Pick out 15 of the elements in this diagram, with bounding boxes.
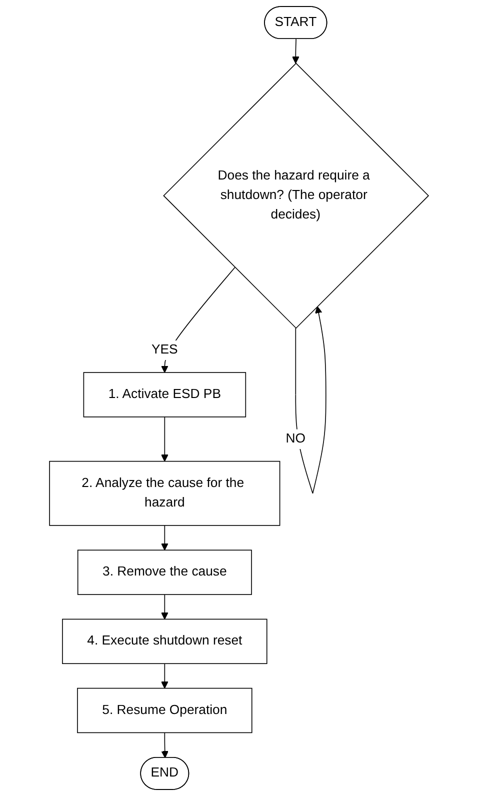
- arrow: [161, 732, 168, 758]
- edge-label: NO: [286, 432, 306, 446]
- arrow: [161, 663, 168, 689]
- arrow: [295, 306, 326, 494]
- node-box: 4. Execute shutdown reset: [62, 618, 268, 664]
- node-box: 5. Resume Operation: [77, 688, 252, 734]
- node-diamond: Does the hazard require a shutdown? (The operator decides): [163, 62, 430, 329]
- node-box: 2. Analyze the cause for the hazard: [49, 460, 280, 526]
- arrow: [161, 416, 168, 462]
- node-box: 1. Activate ESD PB: [83, 372, 246, 418]
- node-box: 3. Remove the cause: [77, 550, 252, 595]
- arrow: [161, 594, 168, 620]
- edge-label: YES: [152, 342, 178, 357]
- arrow: [161, 525, 168, 550]
- arrow: [292, 38, 300, 64]
